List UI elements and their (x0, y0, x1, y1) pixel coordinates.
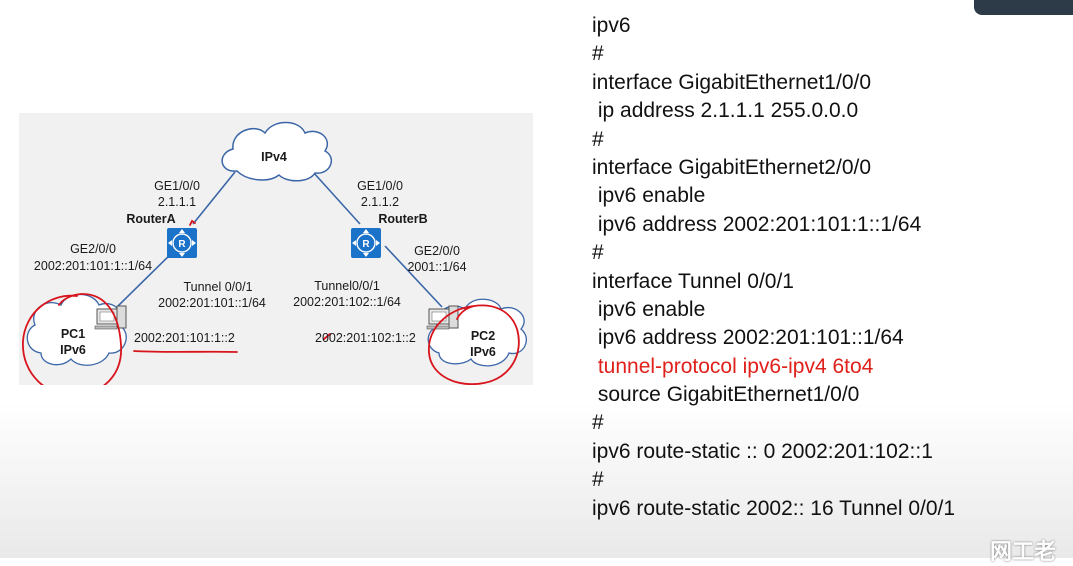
pc2-ip-label: 2002:201:102:1::2 (315, 331, 416, 345)
pc1-ip-underline (133, 350, 238, 353)
config-line: ipv6 route-static 2002:: 16 Tunnel 0/0/1 (592, 496, 956, 520)
routerB-tunnel-ip-label: 2002:201:102::1/64 (293, 295, 401, 309)
routerB-ge2-ip-label: 2001::1/64 (407, 260, 467, 274)
routerA-ge2-ip-label: 2002:201:101:1::1/64 (33, 259, 153, 273)
pc2-circle-annotation (428, 304, 520, 385)
svg-text:R: R (362, 239, 370, 250)
config-line: # (592, 411, 604, 435)
config-line: interface GigabitEthernet1/0/0 (592, 70, 872, 94)
link-routerB-pc2 (384, 245, 443, 308)
config-line: ip address 2.1.1.1 255.0.0.0 (592, 99, 859, 123)
routerB-name-label: RouterB (378, 212, 428, 226)
config-line: ipv6 (592, 14, 631, 37)
pc1-proto-label: IPv6 (60, 343, 86, 357)
config-listing: ipv6 # interface GigabitEthernet1/0/0 ip… (592, 12, 1062, 523)
watermark: 网工老 (990, 539, 1057, 564)
ipv4-cloud (221, 121, 333, 182)
routerB-ge2-if-label: GE2/0/0 (414, 244, 460, 258)
config-line: source GigabitEthernet1/0/0 (592, 383, 860, 407)
routerA-ge1-if-label: GE1/0/0 (154, 179, 200, 193)
config-line: # (592, 42, 604, 66)
routerA-tick-mark (189, 219, 196, 226)
routerA-icon: R (167, 228, 197, 258)
config-line: # (592, 241, 604, 265)
routerB-icon: R (351, 228, 381, 258)
config-line: ipv6 address 2002:201:101::1/64 (592, 326, 904, 350)
routerB-ge1-ip-label: 2.1.1.2 (360, 195, 400, 209)
routerA-name-label: RouterA (126, 212, 176, 226)
config-line: ipv6 route-static :: 0 2002:201:102::1 (592, 439, 933, 463)
pc2-name-label: PC2 (470, 329, 496, 343)
config-line: # (592, 127, 604, 151)
network-topology-diagram: R R (19, 113, 533, 385)
pc1-ip-label: 2002:201:101:1::2 (134, 331, 235, 345)
config-line: ipv6 enable (592, 297, 706, 321)
routerA-ge1-ip-label: 2.1.1.1 (157, 195, 197, 209)
pc2-computer-icon (426, 305, 459, 330)
link-routerB-ipv4 (312, 171, 361, 225)
ipv4-cloud-label: IPv4 (261, 150, 287, 164)
topology-drawing: R R (22, 121, 527, 385)
red-annotations (22, 219, 520, 385)
pc1-circle-annotation (22, 293, 122, 385)
routerA-tunnel-ip-label: 2002:201:101::1/64 (158, 296, 266, 310)
config-line: ipv6 address 2002:201:101:1::1/64 (592, 212, 922, 236)
link-routerA-ipv4 (192, 171, 236, 225)
pc2-proto-label: IPv6 (470, 345, 496, 359)
config-line: interface GigabitEthernet2/0/0 (592, 155, 872, 179)
svg-text:R: R (178, 239, 186, 250)
routerB-tunnel-if-label: Tunnel0/0/1 (314, 279, 380, 293)
config-line-highlighted: tunnel-protocol ipv6-ipv4 6to4 (592, 354, 874, 378)
routerA-ge2-if-label: GE2/0/0 (70, 242, 116, 256)
config-line: interface Tunnel 0/0/1 (592, 269, 794, 293)
pc2-ip-strike-mark (323, 333, 331, 340)
pc1-name-label: PC1 (60, 327, 86, 341)
config-line: ipv6 enable (592, 184, 706, 208)
routerA-tunnel-if-label: Tunnel 0/0/1 (183, 280, 253, 294)
config-line: # (592, 468, 604, 492)
webcam-overlay (974, 0, 1073, 15)
routerB-ge1-if-label: GE1/0/0 (357, 179, 403, 193)
